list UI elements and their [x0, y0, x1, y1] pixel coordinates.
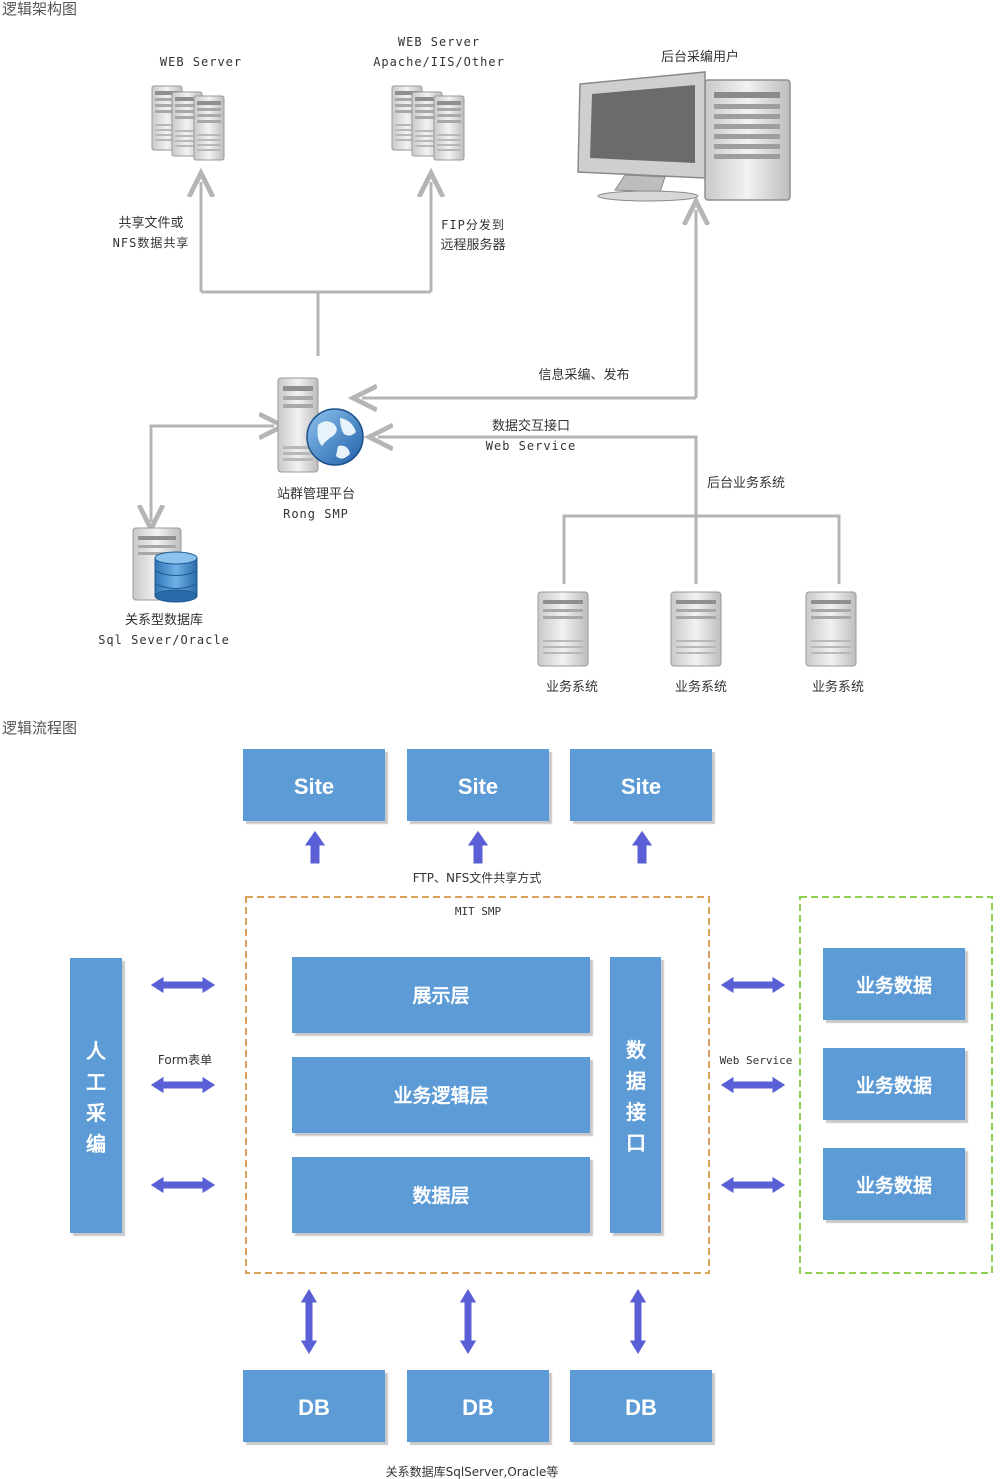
data-interface-box [610, 957, 661, 1233]
web-server-2-label-line1: WEB Server [398, 35, 480, 49]
platform-label-line2: Rong SMP [283, 507, 349, 521]
biz-system-1-icon [537, 591, 589, 667]
site-label-1: Site [294, 774, 334, 799]
ftp-label-line1: FIP分发到 [441, 217, 505, 232]
db-box-3 [570, 1370, 712, 1442]
business-data-label-3: 业务数据 [856, 1174, 932, 1197]
biz-system-3-icon [805, 591, 857, 667]
exchange-label-line2: Web Service [486, 439, 576, 453]
db-box-2 [407, 1370, 549, 1442]
presentation-layer-box [292, 957, 590, 1033]
double-arrow-db-2 [458, 1287, 478, 1356]
double-arrow-right-3 [719, 1175, 787, 1195]
site-box-2 [407, 749, 549, 821]
architecture-connectors [149, 182, 841, 584]
web-server-2-label-line2: Apache/IIS/Other [373, 55, 505, 69]
business-data-box-2 [823, 1048, 965, 1120]
platform-server-icon [277, 377, 319, 473]
data-layer-box [292, 1157, 590, 1233]
interface-char-4: 口 [626, 1133, 646, 1155]
web-server-2-icon [391, 85, 465, 161]
business-data-box-3 [823, 1148, 965, 1220]
connector-database [149, 426, 274, 522]
db-box-1 [243, 1370, 385, 1442]
data-layer-label: 数据层 [412, 1184, 469, 1207]
up-arrow-site-3 [630, 829, 654, 865]
business-data-box-1 [823, 948, 965, 1020]
biz-system-1-label: 业务系统 [546, 679, 598, 695]
double-arrow-right-1 [719, 975, 787, 995]
database-label-line2: Sql Sever/Oracle [98, 633, 230, 647]
nfs-label-line2: NFS数据共享 [113, 235, 190, 250]
relational-db-label: 关系数据库SqlServer,Oracle等 [386, 1464, 559, 1479]
ftp-label-line2: 远程服务器 [440, 237, 505, 253]
globe-icon [306, 408, 364, 466]
double-arrow-left-3 [149, 1175, 217, 1195]
double-arrow-left-1 [149, 975, 217, 995]
business-logic-layer-label: 业务逻辑层 [393, 1084, 488, 1107]
double-arrow-db-3 [628, 1287, 648, 1356]
manual-char-4: 编 [86, 1132, 106, 1156]
db-label-2: DB [462, 1395, 494, 1420]
interface-char-3: 接 [626, 1101, 646, 1124]
ftp-nfs-label: FTP、NFS文件共享方式 [413, 870, 542, 885]
business-logic-layer-box [292, 1057, 590, 1133]
mit-smp-label: MIT SMP [455, 905, 502, 918]
connector-biz-systems [562, 514, 841, 584]
site-box-3 [570, 749, 712, 821]
double-arrow-left-2 [149, 1075, 217, 1095]
exchange-label-line1: 数据交互接口 [492, 418, 570, 434]
business-data-container [799, 896, 993, 1274]
business-data-label-2: 业务数据 [856, 1074, 932, 1097]
site-label-2: Site [458, 774, 498, 799]
database-label-line1: 关系型数据库 [125, 612, 203, 628]
up-arrow-site-1 [303, 829, 327, 865]
platform-label-line1: 站群管理平台 [277, 487, 355, 502]
interface-char-1: 数 [626, 1038, 647, 1062]
manual-char-2: 工 [86, 1072, 106, 1094]
backend-user-label: 后台采编用户 [661, 49, 739, 65]
web-server-1-icon [151, 85, 225, 161]
database-cylinder-icon [154, 551, 198, 603]
manual-edit-box [70, 958, 122, 1233]
architecture-section-title: 逻辑架构图 [2, 0, 77, 18]
double-arrow-db-1 [299, 1287, 319, 1356]
manual-char-1: 人 [86, 1040, 107, 1063]
publish-label: 信息采编、发布 [538, 367, 629, 383]
nfs-label-line1: 共享文件或 [118, 215, 183, 231]
biz-system-2-label: 业务系统 [675, 679, 727, 695]
double-arrow-right-2 [719, 1075, 787, 1095]
site-label-3: Site [621, 774, 661, 799]
web-server-1-label: WEB Server [160, 55, 242, 69]
connector-exchange [378, 437, 698, 516]
db-label-1: DB [298, 1395, 330, 1420]
backend-systems-label: 后台业务系统 [707, 475, 785, 491]
up-arrow-site-2 [466, 829, 490, 865]
biz-system-3-label: 业务系统 [812, 679, 864, 695]
web-service-label: Web Service [720, 1054, 793, 1067]
business-data-label-1: 业务数据 [856, 974, 932, 997]
presentation-layer-label: 展示层 [412, 985, 469, 1007]
site-box-1 [243, 749, 385, 821]
form-label: Form表单 [158, 1053, 212, 1067]
biz-system-2-icon [670, 591, 722, 667]
db-label-3: DB [625, 1395, 657, 1420]
manual-char-3: 采 [86, 1102, 106, 1125]
computer-icon [577, 71, 791, 202]
flow-section-title: 逻辑流程图 [2, 719, 77, 737]
interface-char-2: 据 [626, 1069, 646, 1093]
mit-smp-container [245, 896, 710, 1274]
